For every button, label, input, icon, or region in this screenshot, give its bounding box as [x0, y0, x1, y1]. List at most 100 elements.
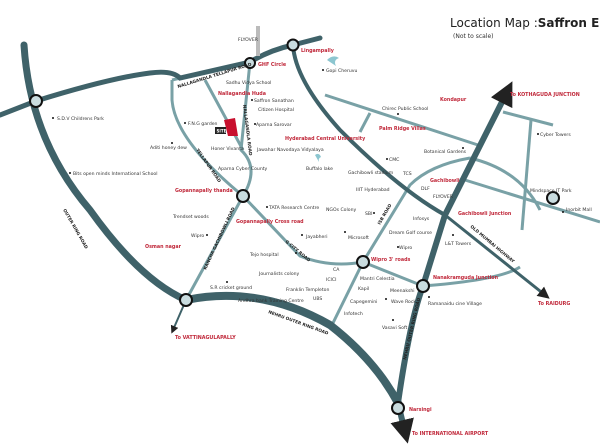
- landmark: Aparna Cyber County: [218, 166, 268, 172]
- road-label: TELLAPUR ROAD: [194, 148, 222, 184]
- road-label: OUTER RING ROAD: [61, 208, 89, 250]
- minor-roads: [170, 60, 600, 326]
- title-name: Saffron Elite: [538, 16, 600, 30]
- landmark: DLF: [421, 186, 430, 192]
- place-label: To INTERNATIONAL AIRPORT: [412, 431, 489, 437]
- place-labels: GHF Circle Nallagandla Huda Lingampally …: [145, 48, 580, 437]
- landmark: Wave Rock: [391, 299, 416, 305]
- landmark-labels: FLYOVER Sadhu Vidya School Saffron Sanat…: [57, 37, 592, 331]
- junction-marker[interactable]: [236, 189, 250, 203]
- junction-marker[interactable]: [416, 279, 430, 293]
- landmark: Jawahar Navodaya Vidyalaya: [256, 147, 324, 153]
- landmark: F.N.G garden: [188, 121, 218, 127]
- landmark-dots: [52, 69, 564, 321]
- junction-marker[interactable]: [546, 191, 560, 205]
- gopi-cheruvu-lake: [327, 56, 339, 66]
- landmark: Franklin Templeton: [286, 287, 329, 293]
- landmark: Infosys: [413, 216, 430, 222]
- landmark: Vasavi Soft: [382, 325, 408, 331]
- place-label: Gopannapally Cross road: [236, 219, 304, 225]
- place-label: Wipro 3' roads: [371, 257, 411, 263]
- place-label: Kondapur: [440, 97, 467, 103]
- landmark: Inorbit Mall: [566, 207, 592, 213]
- landmark: Aparna Sarovar: [256, 122, 292, 128]
- major-roads: [0, 26, 550, 444]
- landmark: Aditi honey dew: [150, 145, 187, 151]
- landmark: Journalists colony: [258, 271, 300, 277]
- landmark: FLYOVER: [433, 194, 454, 200]
- landmark: NGOs Colony: [326, 207, 356, 213]
- landmark: CMC: [389, 157, 399, 163]
- place-label: To VATTINAGULAPALLY: [175, 335, 236, 341]
- landmark: Meenakshi: [390, 288, 415, 294]
- scale-note: (Not to scale): [453, 33, 494, 40]
- road-label: OLD MUMBAI HIGHWAY: [469, 224, 516, 265]
- landmark: Dream Golf course: [389, 230, 432, 236]
- junction-marker[interactable]: [179, 293, 193, 307]
- junction-marker[interactable]: [356, 255, 370, 269]
- landmark: IIIT Hyderabad: [356, 187, 390, 193]
- place-label: GHF Circle: [258, 62, 287, 68]
- landmark: Chirec Public School: [382, 106, 428, 112]
- landmark: Andhra bank Training Centre: [238, 298, 304, 304]
- landmark: CA: [333, 267, 340, 273]
- landmark: S.D.V Childrens Park: [57, 116, 104, 122]
- landmark: Sadhu Vidya School: [226, 80, 271, 86]
- landmark: Wipro: [191, 233, 204, 239]
- junctions: [29, 38, 560, 415]
- landmark: Tejo hospital: [249, 252, 279, 258]
- landmark: Buffalo lake: [306, 166, 333, 172]
- landmark: Wipro: [399, 245, 412, 251]
- landmark: ICICI: [326, 277, 336, 283]
- site-label: SITE: [217, 129, 227, 134]
- place-label: Lingampally: [301, 48, 335, 54]
- junction-marker[interactable]: [286, 38, 300, 52]
- place-label: Gachibowli: [430, 178, 460, 184]
- landmark: L&T Towers: [445, 241, 472, 247]
- landmark: Jayabheri: [305, 234, 328, 240]
- landmark: Kapil: [358, 286, 369, 292]
- landmark: Saffron Sanathan: [254, 98, 294, 104]
- place-label: Nanakramguda Junction: [433, 275, 499, 281]
- landmark: Microsoft: [348, 235, 369, 241]
- junction-marker[interactable]: [244, 57, 256, 69]
- place-label: To KOTHAGUDA JUNCTION: [510, 92, 580, 98]
- landmark: Honer Vivanta: [211, 146, 244, 152]
- site-plot[interactable]: [224, 118, 238, 136]
- title-prefix: Location Map :: [450, 16, 538, 30]
- place-label: Hyderabad Central University: [285, 136, 366, 142]
- place-label: To RAIDURG: [538, 301, 570, 307]
- place-label: Narsingi: [409, 407, 432, 413]
- junction-marker[interactable]: [391, 401, 405, 415]
- place-label: Gachibowli Junction: [458, 211, 512, 217]
- landmark: Gopi Cheruvu: [326, 68, 357, 74]
- landmark: Infotech: [344, 311, 363, 317]
- landmark: Cyber Towers: [540, 132, 571, 138]
- junction-marker[interactable]: [29, 94, 43, 108]
- landmark: UBS: [313, 296, 322, 302]
- landmark: Gachibowli stadium: [348, 170, 394, 176]
- place-label: Osman nagar: [145, 244, 182, 250]
- road-label: G CITY ROAD: [284, 239, 312, 264]
- landmark: SBI: [365, 211, 372, 217]
- landmark: TCS: [402, 171, 412, 177]
- landmark: Ramanaidu cine Village: [428, 301, 482, 307]
- site-tag: [215, 127, 226, 134]
- place-label: Nallagandla Huda: [218, 91, 266, 97]
- landmark: FLYOVER: [238, 37, 259, 43]
- place-label: Gopannapally thanda: [175, 188, 233, 194]
- landmark: Capegemini: [350, 299, 377, 305]
- buffalo-lake: [315, 153, 321, 162]
- landmark: Bits open minds International School: [73, 171, 157, 177]
- landmark: Mantri Celestia: [360, 276, 395, 282]
- map-title: Location Map :Saffron Elite: [450, 16, 600, 30]
- landmark: Mindspace IT Park: [530, 188, 572, 194]
- landmark: Trendset woods: [172, 214, 209, 220]
- landmark: S.R cricket ground: [210, 285, 252, 291]
- landmark: TATA Research Centre: [268, 205, 319, 211]
- landmark: Citizen Hospital: [258, 107, 294, 113]
- landmark: Botanical Gardens: [424, 149, 467, 155]
- place-label: Palm Ridge Villas: [379, 126, 426, 132]
